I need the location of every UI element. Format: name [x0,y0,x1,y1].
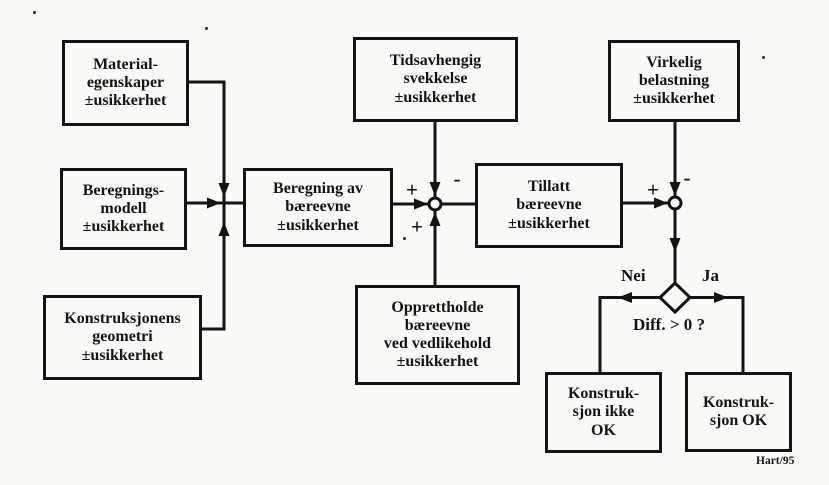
box-label: Tillatt bæreevne ±usikkerhet [508,178,590,232]
box-beregningsmodell: Beregnings- modell ±usikkerhet [60,168,187,250]
box-opprettholde-baereevne: Opprettholde bæreevne ved vedlikehold ±u… [355,285,520,385]
box-label: Beregnings- modell ±usikkerhet [82,181,165,236]
arrowhead-right-icon [654,197,668,209]
plus-sign: + [647,177,659,202]
box-label: Konstruk- sjon OK [702,393,775,429]
scan-speck [403,237,406,240]
scan-speck [762,56,765,59]
box-label: Opprettholde bæreevne ved vedlikehold ±u… [383,298,492,371]
decision-question: Diff. > 0 ? [633,315,706,334]
arrowhead-up-icon [429,212,441,226]
box-label: Material- egenskaper ±usikkerhet [84,55,167,110]
box-label: Virkelig belastning ±usikkerhet [633,53,715,108]
arrowhead-right-icon [414,198,428,210]
credit-label: Hart/95 [756,455,795,467]
box-konstruksjon-ok: Konstruk- sjon OK [685,372,792,452]
connector-decision-ja [690,296,745,372]
box-tillatt-baereevne: Tillatt bæreevne ±usikkerhet [475,163,623,248]
box-label: Tidsavhengig svekkelse ±usikkerhet [389,52,482,106]
box-label: Konstruk- sjon ikke OK [567,385,640,439]
box-virkelig-belastning: Virkelig belastning ±usikkerhet [608,40,740,122]
arrowhead-up-icon [218,222,230,236]
arrowhead-down-icon [218,183,230,197]
box-konstruksjonens-geometri: Konstruksjonens geometri ±usikkerhet [43,295,202,380]
decision-diamond [657,280,693,315]
box-konstruksjon-ikke-ok: Konstruk- sjon ikke OK [545,372,662,453]
plus-sign: + [406,177,418,202]
summing-junction-2 [667,195,683,211]
connector-decision-nei [598,296,660,372]
label-ja: Ja [702,266,719,285]
arrowhead-down-icon [669,182,681,196]
box-tidsavhengig-svekkelse: Tidsavhengig svekkelse ±usikkerhet [353,37,518,122]
minus-sign: - [683,165,691,190]
scan-speck [33,11,36,14]
scan-speck [205,27,208,30]
arrowhead-right-icon [207,197,221,209]
box-label: Konstruksjonens geometri ±usikkerhet [64,310,181,364]
box-beregning-av-baereevne: Beregning av bæreevne ±usikkerhet [243,168,393,247]
plus-sign: + [411,214,423,239]
arrowhead-left-icon [618,292,632,303]
arrowhead-down-icon [669,238,681,252]
label-nei: Nei [621,266,646,285]
arrowhead-right-icon [714,292,728,303]
summing-junction-1 [427,196,443,212]
minus-sign: - [453,166,461,191]
box-label: Beregning av bæreevne ±usikkerhet [273,180,363,234]
box-material-egenskaper: Material- egenskaper ±usikkerhet [62,40,189,126]
connector-material-to-merge [189,80,226,203]
connector-geometri-to-merge [202,203,226,331]
arrowhead-down-icon [429,182,441,196]
